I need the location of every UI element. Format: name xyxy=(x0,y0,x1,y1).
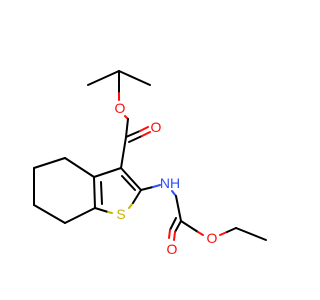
bond-carbamate-o-ether xyxy=(180,220,199,233)
bond-carbonyl-c3 xyxy=(120,136,127,169)
bond-c3a-c7a-outer xyxy=(93,176,96,209)
atom-label-o-carbamate-carbonyl: O xyxy=(167,241,178,257)
bond-c4-c5 xyxy=(33,157,66,169)
bond-s-c2-yellow xyxy=(128,202,134,209)
bond-carbamate-double-2-red xyxy=(168,229,171,239)
bond-o-ethyl-red xyxy=(219,231,228,236)
bond-c7a-s-yellow xyxy=(107,211,113,214)
bond-c7-c7a xyxy=(64,207,96,224)
bond-c6-c7 xyxy=(33,204,66,224)
atom-label-o-carbamate-ether: O xyxy=(207,230,218,246)
molecule-structure: O O NH S O O xyxy=(33,70,267,257)
atom-label-o-carbonyl: O xyxy=(151,119,162,135)
bond-n-carbamate xyxy=(175,195,182,222)
atom-label-s: S xyxy=(116,206,125,222)
atom-label-o-ester: O xyxy=(115,100,126,116)
bond-carbonyl-double-1-red xyxy=(139,126,149,132)
bond-carbonyl-double-2 xyxy=(128,135,143,143)
bond-c2-n-blue xyxy=(152,184,161,188)
bond-c3-c2-outer xyxy=(120,167,142,191)
bond-carbamate-o-ether-red xyxy=(197,231,204,236)
bond-n-carbamate-blue xyxy=(171,190,177,197)
bond-c2-n xyxy=(140,186,154,191)
bond-o-ester-carbonyl-dark xyxy=(125,118,129,138)
bond-o-ethyl xyxy=(226,227,237,233)
bond-c3a-c7a-inner xyxy=(100,181,103,205)
bond-c3-c3a xyxy=(93,167,122,178)
atom-label-nh: NH xyxy=(160,175,180,191)
bond-isopropyl-methyl-left xyxy=(87,70,120,86)
bond-isopropyl-methyl-right xyxy=(118,70,151,86)
bond-carbamate-double-1-red xyxy=(173,231,176,241)
bond-carbamate-double-1 xyxy=(174,220,182,233)
bond-c7a-s xyxy=(94,207,109,213)
bond-ethyl-methyl xyxy=(235,227,267,241)
bond-c3a-c4 xyxy=(64,157,95,178)
bond-carbonyl-double-1 xyxy=(125,130,141,138)
bond-s-c2 xyxy=(132,189,142,204)
bond-carbonyl-double-2-red xyxy=(141,131,151,137)
bond-c3-c2-inner xyxy=(121,175,136,191)
bond-carbamate-double-2 xyxy=(169,217,177,231)
